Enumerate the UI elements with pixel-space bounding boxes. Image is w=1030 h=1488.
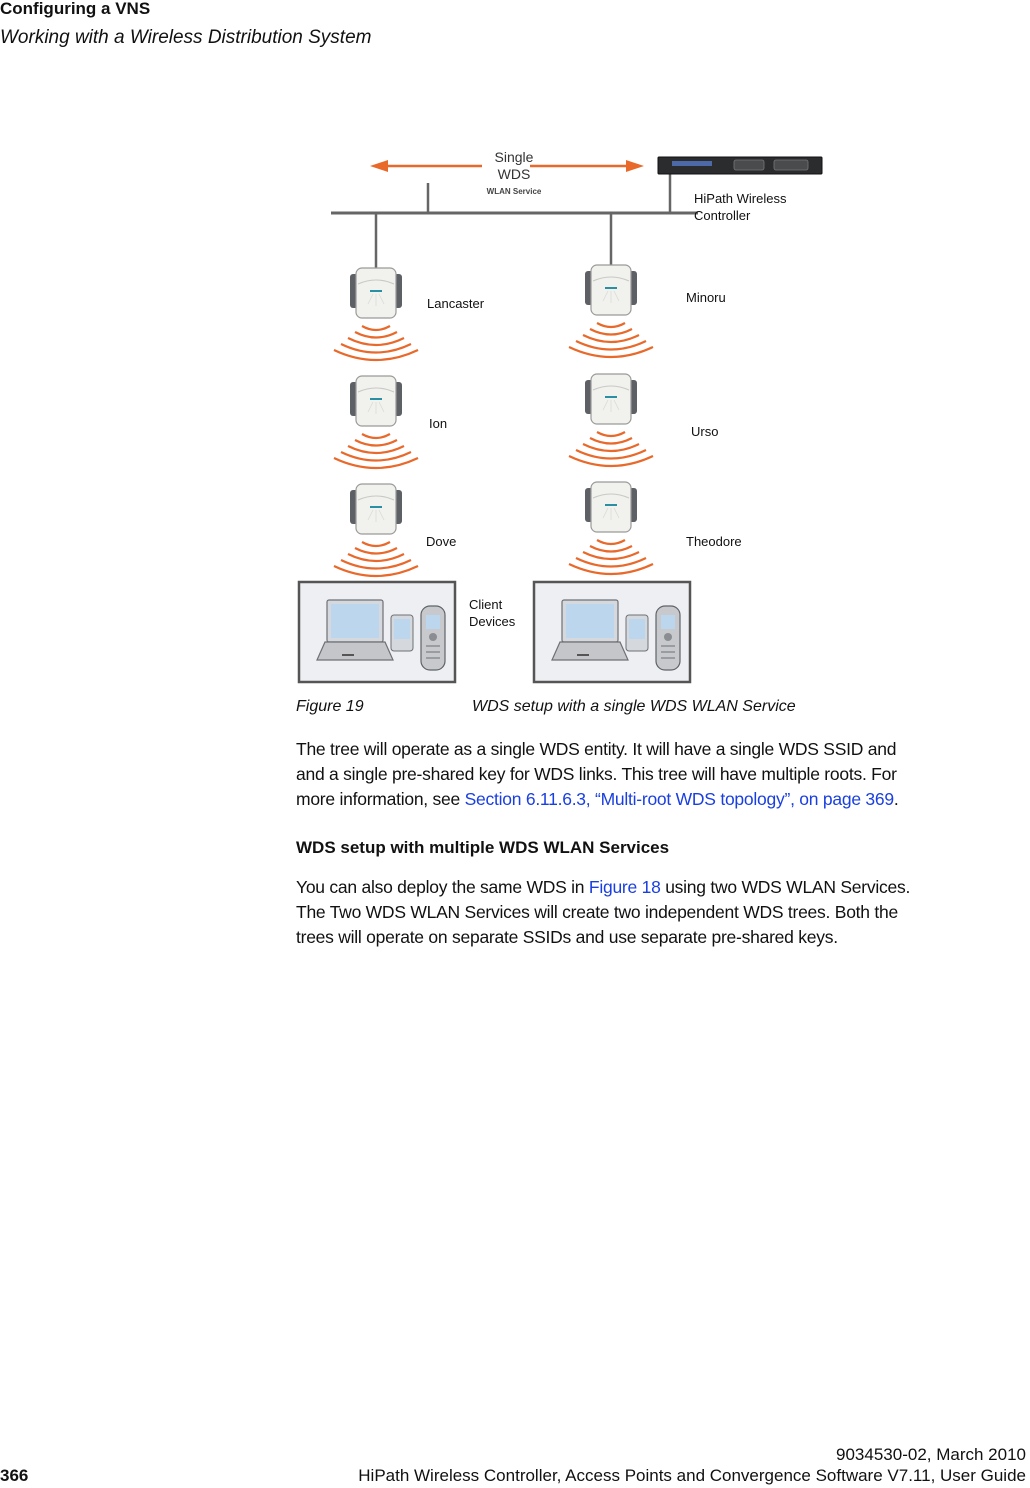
paragraph-single-wds: The tree will operate as a single WDS en…	[296, 737, 1030, 812]
controller-label: HiPath Wireless Controller	[694, 191, 787, 223]
svg-text:Single: Single	[495, 149, 534, 165]
figure-caption: WDS setup with a single WDS WLAN Service	[472, 698, 796, 715]
client-devices-label: Client Devices	[469, 597, 516, 629]
figure-number: Figure 19	[296, 698, 364, 715]
paragraph-line: and a single pre-shared key for WDS link…	[296, 764, 897, 784]
paragraph-multiple-wds: You can also deploy the same WDS in Figu…	[296, 875, 1030, 950]
wds-diagram: Single WDS WLAN Service HiPath Wireless …	[290, 138, 830, 684]
ap-label-ion: Ion	[429, 416, 448, 431]
ap-label-minoru: Minoru	[686, 290, 726, 305]
figure-link[interactable]: Figure 18	[588, 877, 661, 897]
subheading: WDS setup with multiple WDS WLAN Service…	[296, 838, 670, 857]
ap-label-dove: Dove	[426, 534, 457, 549]
footer-doc-id: 9034530-02, March 2010	[836, 1445, 1026, 1464]
paragraph-text: using two WDS WLAN Services.	[660, 877, 911, 897]
paragraph-text: .	[893, 789, 899, 809]
ap-label-lancaster: Lancaster	[427, 296, 485, 311]
paragraph-line: You can also deploy the same WDS in Figu…	[296, 875, 1030, 900]
chapter-title: Configuring a VNS	[0, 0, 151, 18]
svg-text:WLAN Service: WLAN Service	[487, 187, 542, 196]
ap-label-urso: Urso	[691, 424, 719, 439]
paragraph-text: more information, see	[296, 789, 465, 809]
section-title: Working with a Wireless Distribution Sys…	[0, 27, 372, 48]
paragraph-line: The tree will operate as a single WDS en…	[296, 739, 897, 759]
paragraph-line: The Two WDS WLAN Services will create tw…	[296, 902, 898, 922]
svg-text:WDS: WDS	[498, 166, 531, 182]
footer-doc-title: HiPath Wireless Controller, Access Point…	[358, 1466, 1026, 1485]
paragraph-line: trees will operate on separate SSIDs and…	[296, 927, 838, 947]
wds-topology-graphic: Single WDS WLAN Service	[297, 149, 823, 684]
footer-page-number: 366	[0, 1466, 29, 1485]
section-link[interactable]: Section 6.11.6.3, “Multi-root WDS topolo…	[464, 789, 895, 809]
paragraph-line: more information, see Section 6.11.6.3, …	[296, 787, 1030, 812]
ap-label-theodore: Theodore	[686, 534, 742, 549]
paragraph-text: You can also deploy the same WDS in	[296, 877, 589, 897]
